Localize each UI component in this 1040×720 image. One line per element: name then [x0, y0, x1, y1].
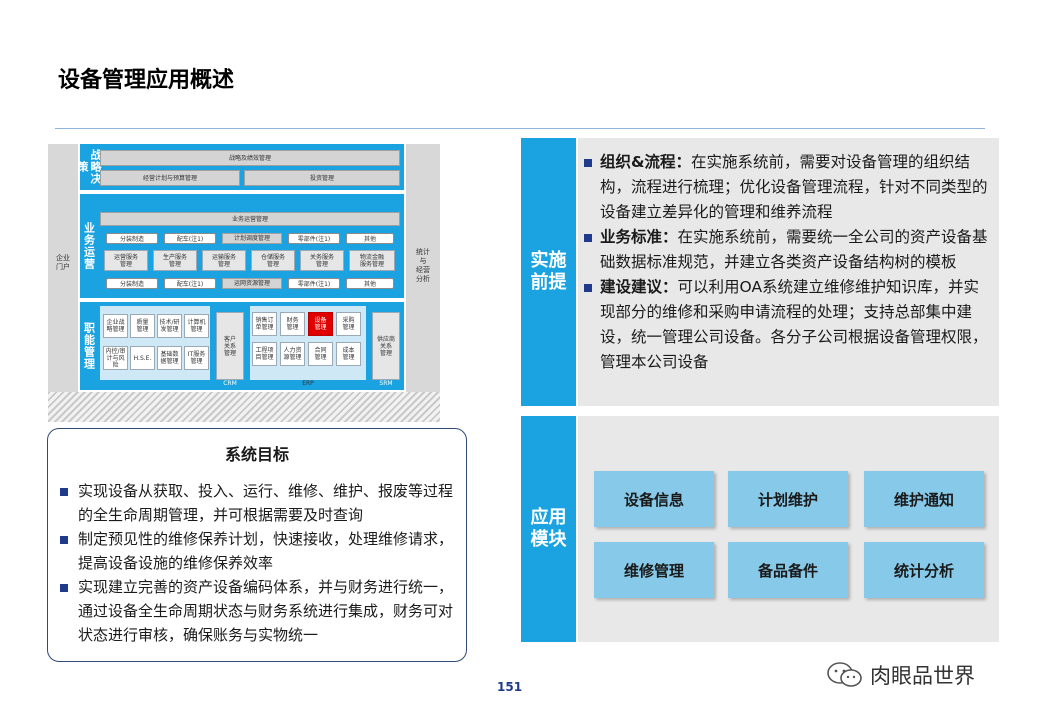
- strategy-layer: 战略决策 战略及绩效管理 经营计划与预算管理 投资管理: [76, 144, 404, 190]
- premise-panel: [578, 138, 999, 406]
- square-bullet-icon: [60, 584, 68, 592]
- erp-box-7: 合同 管理: [308, 342, 333, 366]
- premise-item: 组织&流程：在实施系统前，需要对设备管理的组织结构，流程进行梳理；优化设备管理流…: [584, 150, 994, 225]
- crm-label: CRM: [223, 380, 237, 387]
- erp-equipment-box: 设备 管理: [308, 312, 333, 336]
- module-repair-management[interactable]: 维修管理: [594, 542, 714, 598]
- premise-item: 建设建议：可以利用OA系统建立维修维护知识库，并实现部分的维修和采购申请流程的处…: [584, 275, 994, 375]
- system-goals-box: 系统目标 实现设备从获取、投入、运行、维修、维护、报废等过程的全生命周期管理，并…: [47, 428, 467, 662]
- pill-bottom-5: 其他: [346, 278, 394, 289]
- service-box-6: 物流金融 服务管理: [349, 250, 395, 271]
- service-box-1: 运营服务 管理: [104, 250, 148, 271]
- erp-box-5: 工程项 目管理: [252, 342, 277, 366]
- function-layer-label: 职能管理: [82, 322, 96, 370]
- square-bullet-icon: [60, 536, 68, 544]
- erp-box-4: 采购 管理: [336, 312, 361, 336]
- square-bullet-icon: [584, 159, 592, 167]
- module-spare-parts[interactable]: 备品备件: [728, 542, 848, 598]
- pill-top-3: 计划调度管理: [222, 233, 282, 244]
- modules-label: 应用 模块: [521, 416, 576, 642]
- page-number: 151: [497, 680, 523, 694]
- page-title: 设备管理应用概述: [58, 68, 235, 93]
- operations-layer: 业务运营 业务运营管理 分装制造 配车(注1) 计划调度管理 零部件(注1) 其…: [80, 194, 404, 298]
- func-box-5: 内控/审 计与风险: [103, 346, 128, 370]
- operations-layer-label: 业务运营: [82, 222, 96, 270]
- service-box-5: 关务服务 管理: [300, 250, 344, 271]
- service-box-4: 仓储服务 管理: [251, 250, 295, 271]
- strategy-performance-box: 战略及绩效管理: [100, 150, 400, 166]
- erp-label: ERP: [302, 380, 314, 387]
- erp-box-8: 成本 管理: [336, 342, 361, 366]
- erp-box-1: 销售订 单管理: [252, 312, 277, 336]
- statistics-analysis-column: 统计 与 经营 分析: [406, 144, 440, 396]
- square-bullet-icon: [584, 234, 592, 242]
- pill-top-5: 其他: [346, 233, 394, 244]
- function-layer: 职能管理 企业战 略管理 质量 管理 技术/研 发管理 计算机 管理 内控/审 …: [80, 302, 404, 390]
- investment-box: 投资管理: [244, 170, 400, 186]
- watermark-text: 肉眼品世界: [870, 664, 975, 688]
- premise-list: 组织&流程：在实施系统前，需要对设备管理的组织结构，流程进行梳理；优化设备管理流…: [584, 150, 994, 375]
- pill-bottom-4: 零部件(注1): [288, 278, 340, 289]
- crm-box: 客户 关系 管理: [216, 312, 244, 380]
- pill-top-1: 分装制造: [106, 233, 158, 244]
- pill-top-4: 零部件(注1): [288, 233, 340, 244]
- module-maintenance-notice[interactable]: 维护通知: [864, 471, 984, 527]
- service-box-3: 运输服务 管理: [202, 250, 246, 271]
- wechat-icon: [826, 660, 864, 690]
- watermark: 肉眼品世界: [826, 660, 975, 690]
- srm-box: 供应商 关系 管理: [372, 312, 400, 380]
- diagram-base: [48, 392, 440, 422]
- func-box-7: 基础数 据管理: [157, 346, 182, 370]
- architecture-diagram: 企业 门户 统计 与 经营 分析 战略决策 战略及绩效管理 经营计划与预算管理 …: [48, 144, 440, 396]
- func-box-8: IT服务 管理: [184, 346, 209, 370]
- pill-bottom-1: 分装制造: [106, 278, 158, 289]
- enterprise-portal-column: 企业 门户: [48, 144, 78, 396]
- goal-item: 制定预见性的维修保养计划，快速接收，处理维修请求，提高设备设施的维修保养效率: [60, 527, 460, 575]
- func-box-6: H.S.E.: [130, 346, 155, 370]
- modules-panel: [578, 416, 999, 642]
- premise-item: 业务标准：在实施系统前，需要统一全公司的资产设备基础数据标准规范，并建立各类资产…: [584, 225, 994, 275]
- strategy-layer-label: 战略决策: [76, 149, 102, 185]
- module-equipment-info[interactable]: 设备信息: [594, 471, 714, 527]
- srm-label: SRM: [379, 380, 393, 387]
- pill-bottom-3: 运网资源管理: [222, 278, 282, 289]
- func-box-3: 技术/研 发管理: [157, 314, 182, 338]
- service-box-2: 生产服务 管理: [153, 250, 197, 271]
- module-statistics[interactable]: 统计分析: [864, 542, 984, 598]
- func-box-2: 质量 管理: [130, 314, 155, 338]
- func-box-1: 企业战 略管理: [103, 314, 128, 338]
- business-plan-box: 经营计划与预算管理: [100, 170, 240, 186]
- statistics-analysis-label: 统计 与 经营 分析: [416, 248, 430, 283]
- goal-item: 实现设备从获取、投入、运行、维修、维护、报废等过程的全生命周期管理，并可根据需要…: [60, 479, 460, 527]
- operations-header-box: 业务运营管理: [100, 212, 400, 226]
- system-goals-title: 系统目标: [224, 445, 289, 464]
- module-planned-maintenance[interactable]: 计划维护: [728, 471, 848, 527]
- system-goals-list: 实现设备从获取、投入、运行、维修、维护、报废等过程的全生命周期管理，并可根据需要…: [60, 479, 460, 647]
- goal-item: 实现建立完善的资产设备编码体系，并与财务进行统一，通过设备全生命周期状态与财务系…: [60, 575, 460, 647]
- square-bullet-icon: [584, 284, 592, 292]
- erp-box-2: 财务 管理: [280, 312, 305, 336]
- pill-bottom-2: 配车(注1): [164, 278, 216, 289]
- enterprise-portal-label: 企业 门户: [56, 254, 70, 271]
- func-box-4: 计算机 管理: [184, 314, 209, 338]
- square-bullet-icon: [60, 488, 68, 496]
- pill-top-2: 配车(注1): [164, 233, 216, 244]
- erp-box-6: 人力资 源管理: [280, 342, 305, 366]
- premise-label: 实施 前提: [521, 138, 576, 406]
- title-divider: [55, 128, 985, 129]
